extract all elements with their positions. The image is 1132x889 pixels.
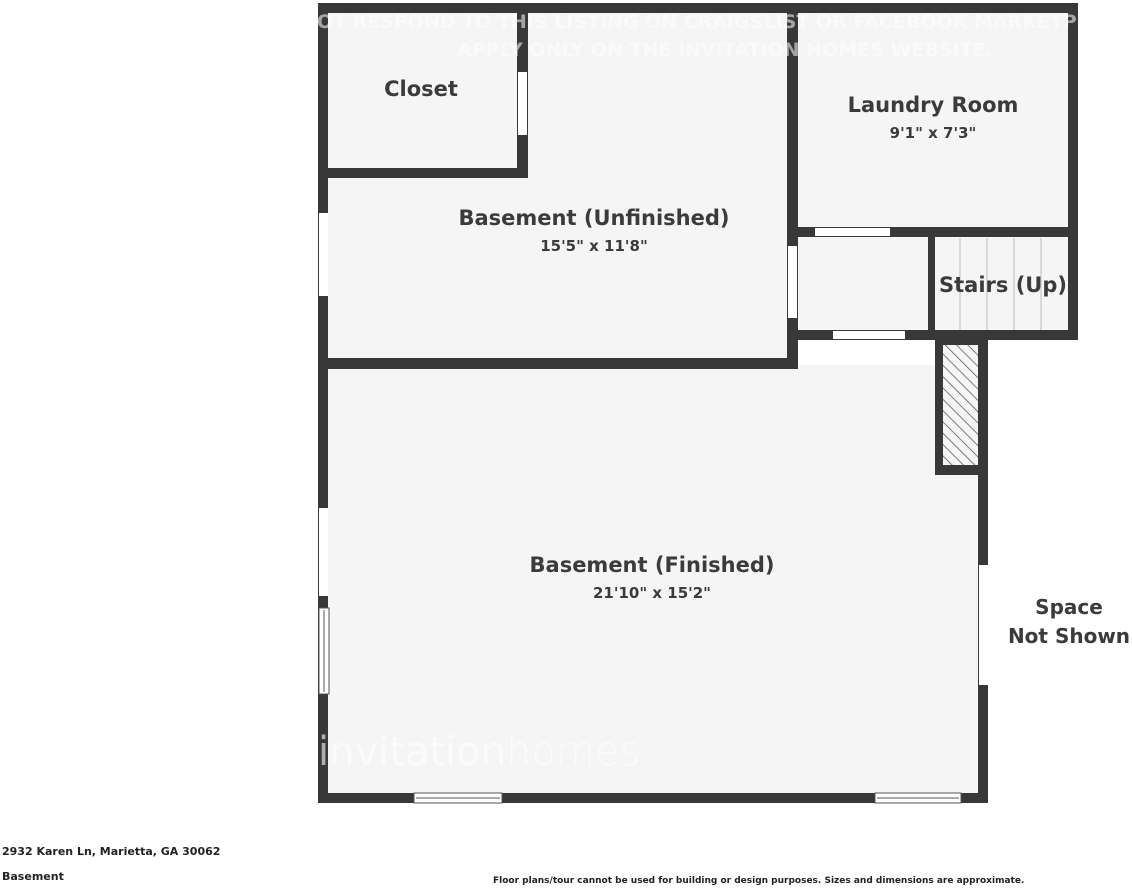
finished-label: Basement (Finished) — [530, 553, 775, 577]
closet-door-opening — [518, 72, 527, 135]
stair-treads — [959, 238, 1042, 330]
finished-dims: 21'10" x 15'2" — [593, 584, 711, 602]
logo-watermark-part-1: invitation — [318, 729, 506, 775]
disclaimer: Floor plans/tour cannot be used for buil… — [493, 876, 1025, 886]
floor-level: Basement — [2, 870, 64, 883]
unfinished-dims: 15'5" x 11'8" — [540, 237, 648, 255]
logo-watermark: invitationhomes — [318, 729, 640, 775]
closet-label: Closet — [384, 77, 458, 101]
space-not-shown-line-1: Space — [1035, 595, 1103, 619]
openings — [319, 72, 988, 685]
right-wall-opening — [979, 565, 988, 685]
laundry-door-opening — [815, 228, 890, 236]
property-address: 2932 Karen Ln, Marietta, GA 30062 — [2, 845, 221, 858]
hatched-column — [943, 341, 979, 465]
hall-floor — [795, 233, 935, 335]
laundry-dims: 9'1" x 7'3" — [890, 124, 977, 142]
stairs-label: Stairs (Up) — [939, 273, 1067, 297]
watermark-line-2: APPLY ONLY ON THE INVITATION HOMES WEBSI… — [457, 39, 993, 61]
laundry-floor — [795, 5, 1075, 235]
hall-bottom-opening — [833, 331, 905, 339]
floor-areas — [320, 5, 1075, 798]
logo-watermark-part-2: homes — [506, 729, 640, 775]
windows — [318, 607, 962, 804]
watermark-line-1: DO NOT RESPOND TO THIS LISTING ON CRAIGS… — [262, 11, 1132, 33]
left-wall-opening-lower — [319, 508, 328, 596]
left-wall-opening-upper — [319, 213, 328, 296]
unfinished-label: Basement (Unfinished) — [459, 206, 730, 230]
hall-left-opening — [788, 246, 797, 318]
laundry-label: Laundry Room — [848, 93, 1019, 117]
finished-floor — [320, 365, 985, 798]
stairs-floor — [935, 233, 1073, 335]
unfinished-floor — [320, 5, 795, 365]
space-not-shown-line-2: Not Shown — [1008, 624, 1130, 648]
